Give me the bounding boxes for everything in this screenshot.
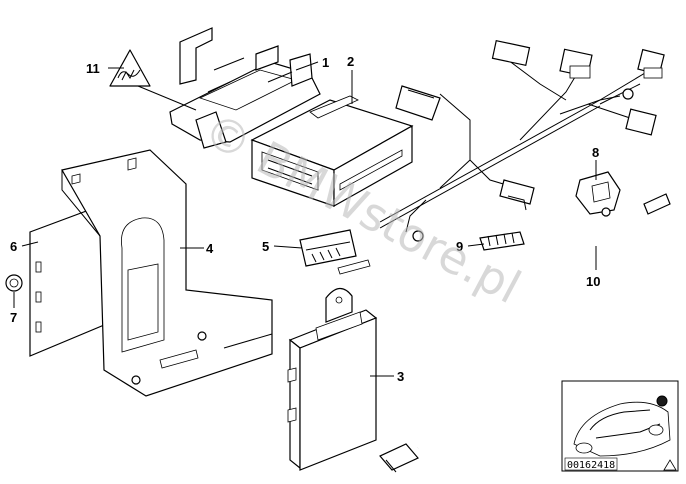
holder-bracket [169,27,321,149]
control-unit [287,287,378,471]
callout-8: 8 [592,145,599,160]
antenna-cable [379,193,671,473]
callout-11: 11 [86,61,100,76]
wiring-harness [379,39,665,242]
connector-part [299,229,371,275]
warning-triangle-icon [663,459,677,471]
clip-part [479,231,525,251]
holder-part-8 [575,171,621,217]
callout-10: 10 [586,274,600,289]
callout-6: 6 [10,239,17,254]
callout-labels: 1 2 3 4 5 6 7 8 9 10 11 [10,54,600,384]
callout-4: 4 [206,241,214,256]
reference-number: 00162418 [567,460,615,471]
location-dot-icon [656,395,668,407]
callout-5: 5 [262,239,269,254]
callout-9: 9 [456,239,463,254]
thumbnail-locator: 00162418 [561,380,679,472]
grommet-part-7 [5,274,23,292]
leader-lines [13,61,597,377]
main-bracket [61,149,273,397]
cd-unit [250,95,414,208]
callout-1: 1 [322,55,329,70]
callout-7: 7 [10,310,17,325]
callout-2: 2 [347,54,354,69]
callout-3: 3 [397,369,404,384]
